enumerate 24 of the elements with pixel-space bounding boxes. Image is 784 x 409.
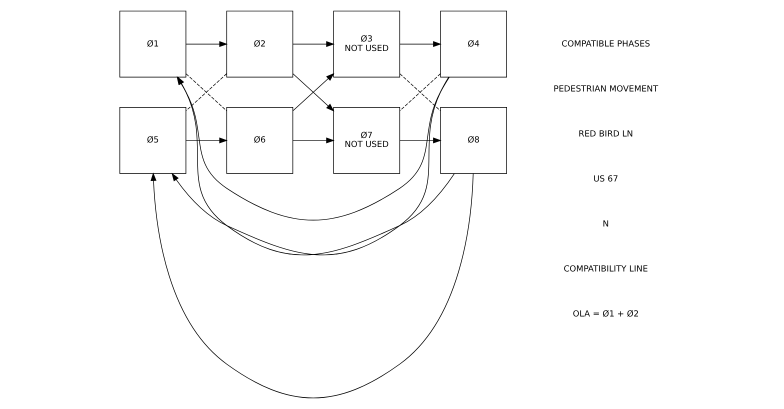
arrow: [292, 138, 335, 144]
node-box: Ø8: [440, 107, 507, 174]
node-box: Ø3 NOT USED: [333, 10, 400, 78]
node-box: Ø4: [440, 10, 507, 78]
arrow: [150, 172, 474, 398]
node-box: Ø6: [226, 107, 294, 174]
legend-label: PEDESTRIAN MOVEMENT: [553, 83, 658, 94]
connector: [400, 73, 441, 112]
label: N: [602, 218, 609, 228]
connector: [186, 73, 228, 112]
node-box: Ø2: [226, 10, 294, 78]
node-box: Ø5: [119, 107, 186, 174]
label: US 67: [593, 173, 618, 184]
label: OLA = Ø1 + Ø2: [572, 308, 639, 318]
node-box: Ø1: [119, 10, 186, 78]
arrow: [292, 41, 335, 48]
label: RED BIRD LN: [578, 128, 634, 138]
node-box: Ø7 NOT USED: [333, 107, 400, 174]
arrow: [186, 138, 228, 144]
arrow: [186, 41, 228, 48]
label: COMPATIBILITY LINE: [564, 263, 648, 274]
arrow: [400, 41, 442, 48]
arrow: [400, 138, 442, 144]
legend-label: COMPATIBLE PHASES: [561, 38, 650, 48]
